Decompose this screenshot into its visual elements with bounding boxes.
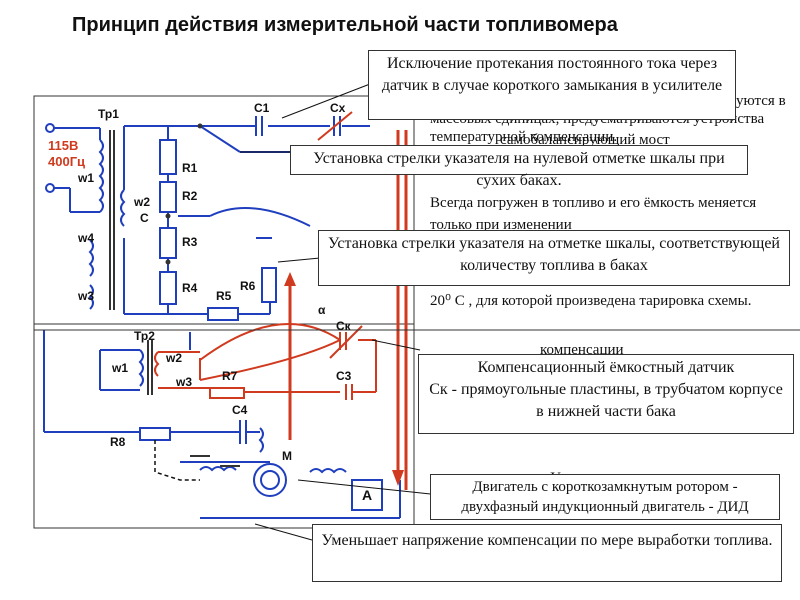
label-c1: С1 [254, 101, 270, 115]
top-bus [123, 111, 370, 190]
comp-sensor-title: Компенсационный ёмкостный датчик [477, 359, 735, 376]
red-compensation-circuit [154, 323, 377, 400]
pointer-lines [240, 83, 441, 541]
label-w4: w4 [77, 231, 94, 245]
arrow-down-1 [392, 470, 404, 486]
label-c: С [140, 211, 149, 225]
bg-always-text: Всегда погружен в топливо и его ёмкость … [430, 195, 757, 233]
diagram-frame [33, 95, 415, 529]
bg-bridge-text: самобалансирующий мост [500, 132, 670, 148]
transformer-tr1 [88, 130, 126, 310]
label-r3: R3 [182, 235, 198, 249]
arrow-up-1 [284, 272, 296, 286]
label-w1: w1 [77, 171, 94, 185]
label-a: А [362, 487, 372, 503]
label-alpha: α [318, 303, 326, 317]
label-r8: R8 [110, 435, 126, 449]
label-115v: 115В [48, 138, 78, 153]
label-tp2: Тр2 [134, 329, 155, 343]
label-w2: w2 [133, 195, 150, 209]
label-c4: С4 [232, 403, 248, 417]
label-w2b: w2 [165, 351, 182, 365]
callout-fuel-setting: Установка стрелки указателя на отметке ш… [318, 230, 790, 286]
label-r7: R7 [222, 369, 238, 383]
label-r4: R4 [182, 281, 198, 295]
input-terminals [45, 123, 101, 213]
page-title: Принцип действия измерительной части топ… [72, 14, 618, 36]
label-r2: R2 [182, 189, 198, 203]
label-r1: R1 [182, 161, 198, 175]
label-w3: w3 [77, 289, 94, 303]
label-w1b: w1 [111, 361, 128, 375]
label-r5: R5 [216, 289, 232, 303]
mechanical-link [154, 440, 200, 481]
label-ck: Ск [336, 319, 352, 333]
callout-compensation-reduce: Уменьшает напряжение компенсации по мере… [312, 524, 782, 582]
label-w3b: w3 [175, 375, 192, 389]
callout-zero-setting: Установка стрелки указателя на нулевой о… [290, 145, 748, 189]
label-tp1: Тр1 [98, 107, 119, 121]
callout-motor: Двигатель с короткозамкнутым ротором - д… [430, 474, 780, 520]
red-arrows [288, 130, 408, 490]
label-cx: Сх [330, 101, 346, 115]
label-c3: С3 [336, 369, 352, 383]
transformer-tr2 [43, 330, 220, 441]
label-m: М [282, 449, 292, 463]
bg-temp-text: 20⁰ С , для которой произведена тарировк… [430, 293, 752, 309]
label-r6: R6 [240, 279, 256, 293]
callout-dc-exclusion: Исключение протекания постоянного тока ч… [368, 50, 736, 120]
comp-sensor-body: Cк - прямоугольные пластины, в трубчатом… [429, 381, 783, 420]
callout-comp-sensor: Компенсационный ёмкостный датчик Cк - пр… [418, 354, 794, 434]
label-400hz: 400Гц [48, 154, 85, 169]
motor-circuit [180, 420, 401, 519]
